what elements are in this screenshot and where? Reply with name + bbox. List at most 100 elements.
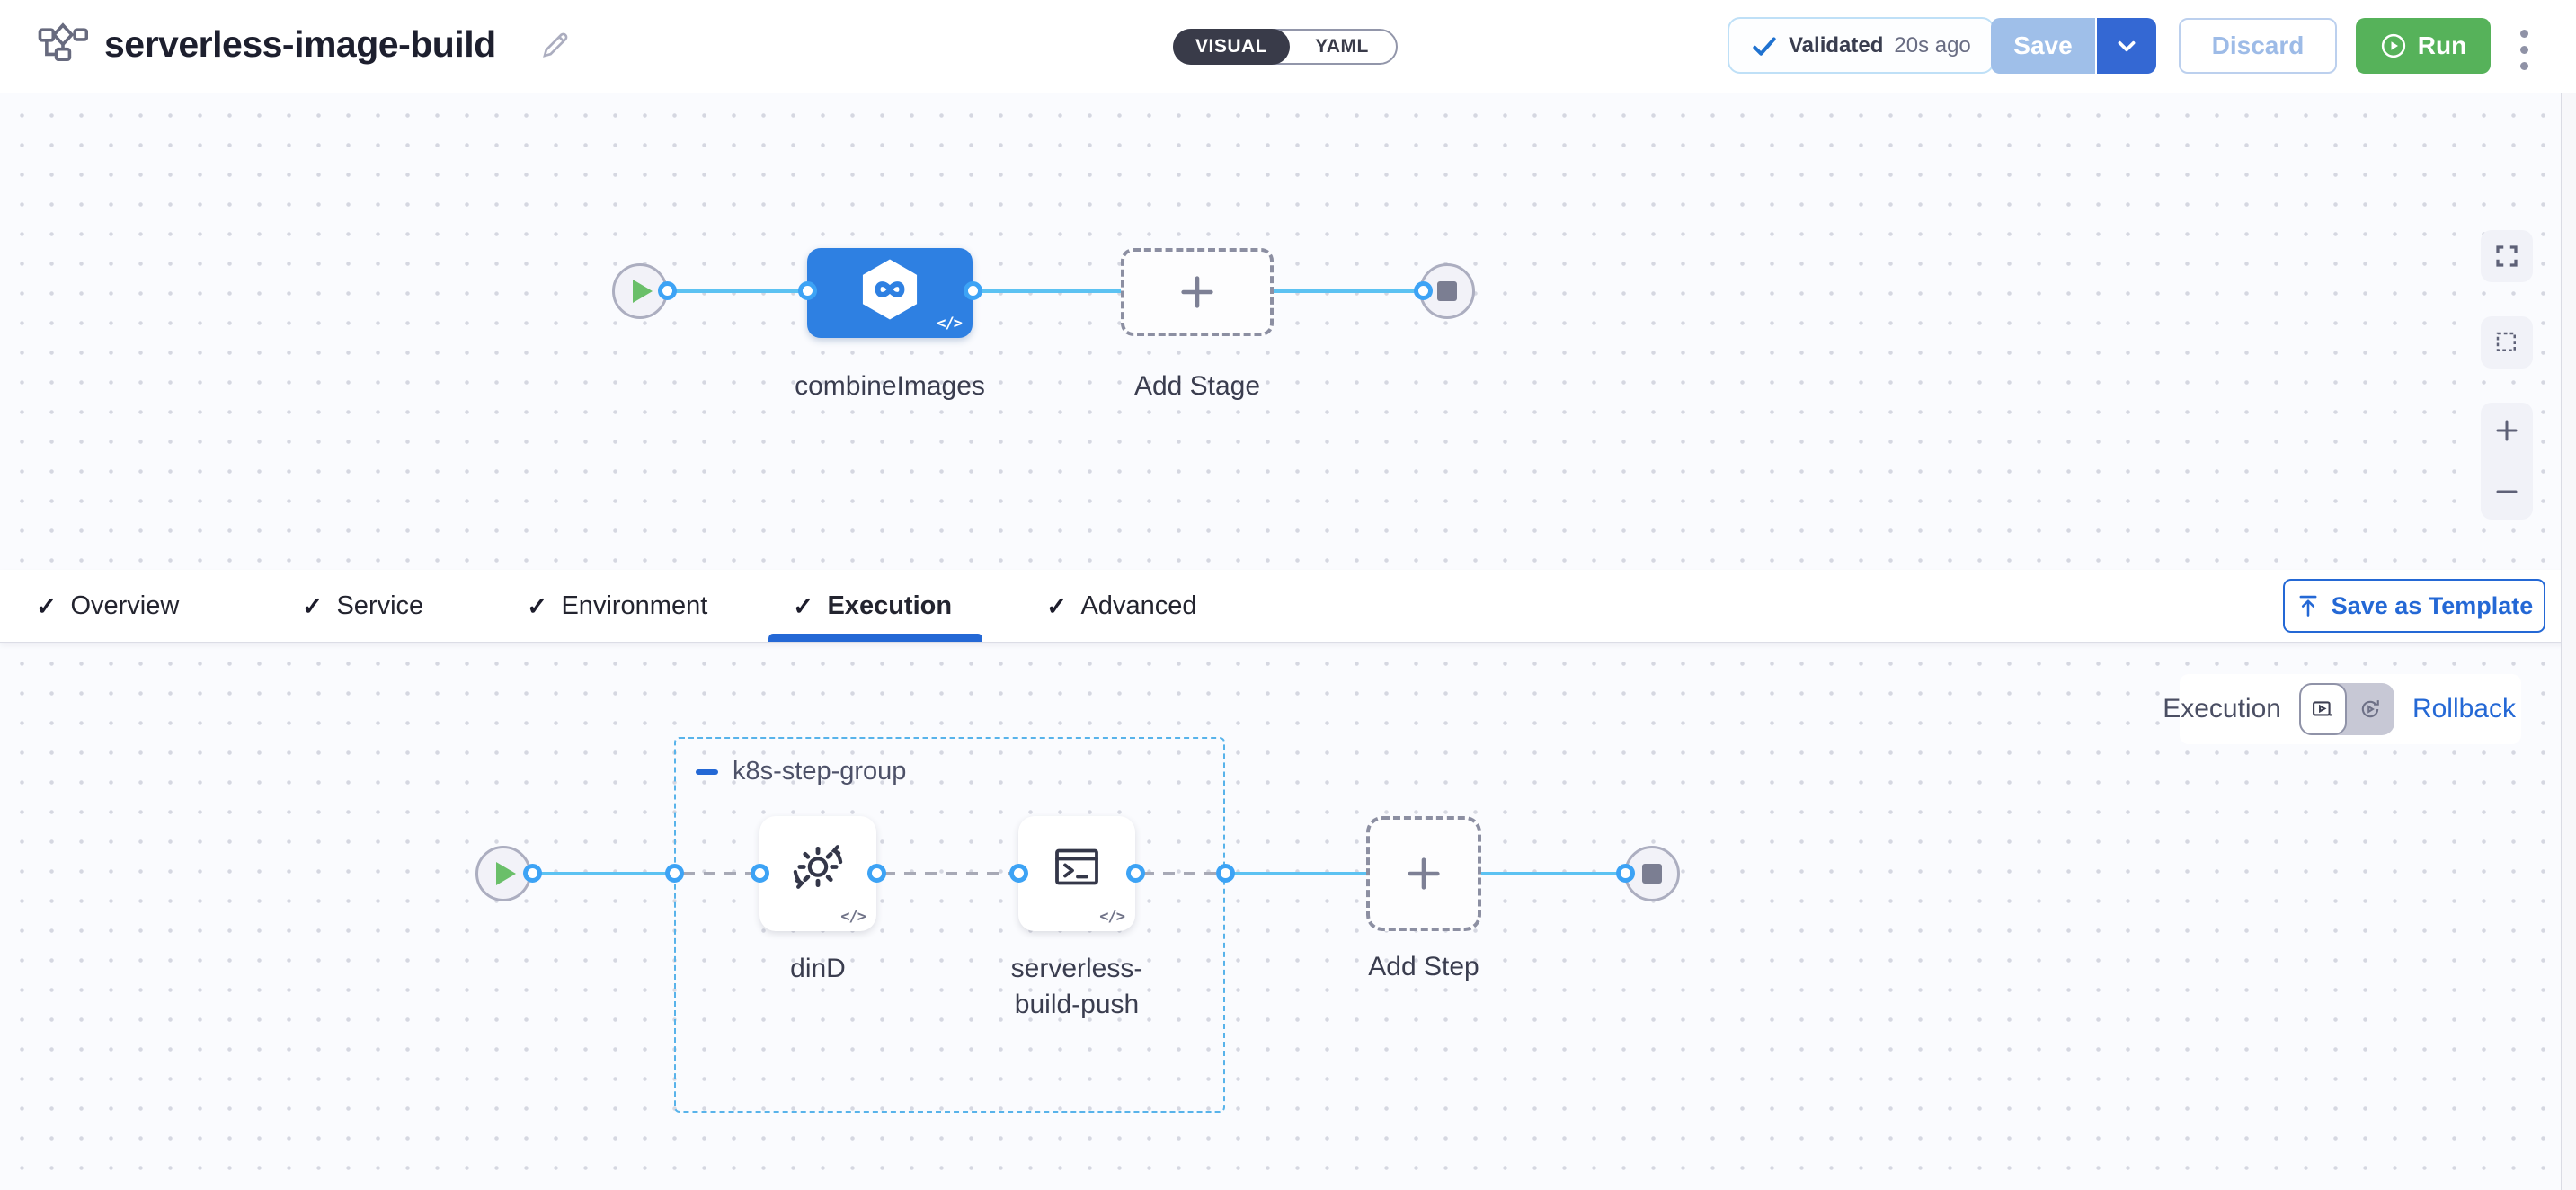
connector-line-dashed xyxy=(1142,872,1219,875)
add-stage-button[interactable] xyxy=(1121,248,1274,336)
connector-line xyxy=(667,289,811,293)
plus-icon xyxy=(1181,276,1213,308)
rollback-cycle-icon xyxy=(2362,700,2380,718)
step-group-name[interactable]: k8s-step-group xyxy=(733,757,907,786)
connector-port[interactable] xyxy=(1126,864,1145,883)
stop-square-icon xyxy=(1642,864,1662,884)
step-node-dind[interactable]: </> xyxy=(759,816,876,931)
tab-overview[interactable]: ✓ Overview xyxy=(36,591,180,620)
rollback-link[interactable]: Rollback xyxy=(2412,694,2516,724)
chevron-down-icon xyxy=(2118,40,2136,52)
fit-to-screen-button[interactable] xyxy=(2481,230,2533,282)
connector-line xyxy=(1481,872,1625,875)
code-badge: </> xyxy=(840,908,866,926)
vertical-scrollbar[interactable] xyxy=(2561,93,2576,1190)
connector-line-dashed xyxy=(683,872,764,875)
check-icon: ✓ xyxy=(1046,591,1068,620)
tab-advanced[interactable]: ✓ Advanced xyxy=(1046,591,1197,620)
pipeline-icon xyxy=(38,22,89,64)
execution-start-node xyxy=(475,846,531,901)
execution-view-button[interactable] xyxy=(2298,683,2347,735)
gear-sync-icon xyxy=(786,835,849,902)
minus-icon xyxy=(2496,490,2518,493)
toggle-visual[interactable]: VISUAL xyxy=(1173,29,1290,65)
check-icon: ✓ xyxy=(302,591,324,620)
terminal-icon xyxy=(1048,838,1106,900)
step-group-k8s[interactable]: k8s-step-group xyxy=(674,737,1225,1113)
step-node-serverless-build-push[interactable]: </> xyxy=(1018,816,1135,931)
visual-yaml-toggle: VISUAL YAML xyxy=(1173,29,1398,65)
connector-port[interactable] xyxy=(798,281,817,300)
check-icon xyxy=(1751,32,1778,59)
connector-port[interactable] xyxy=(1009,864,1028,883)
fullscreen-icon xyxy=(2496,245,2518,267)
more-options-kebab-icon[interactable] xyxy=(2517,26,2532,74)
marquee-select-button[interactable] xyxy=(2481,316,2533,369)
connector-port[interactable] xyxy=(751,864,769,883)
run-label: Run xyxy=(2417,31,2467,59)
code-badge: </> xyxy=(937,315,963,333)
connector-port[interactable] xyxy=(1414,281,1433,300)
stage-config-tabbar: ✓ Overview ✓ Service ✓ Environment ✓ Exe… xyxy=(0,570,2576,643)
plus-icon xyxy=(2496,420,2518,441)
discard-button[interactable]: Discard xyxy=(2179,18,2337,74)
tab-environment[interactable]: ✓ Environment xyxy=(527,591,708,620)
start-play-icon xyxy=(632,280,653,303)
plus-icon xyxy=(1408,857,1440,890)
save-split-button: Save xyxy=(1991,18,2156,74)
stop-square-icon xyxy=(1437,281,1457,301)
header-bar: serverless-image-build VISUAL YAML Valid… xyxy=(0,0,2576,93)
add-step-button[interactable] xyxy=(1366,816,1481,931)
zoom-out-button[interactable] xyxy=(2492,476,2522,507)
stage-canvas[interactable]: </> combineImages Add Stage xyxy=(0,93,2576,570)
connector-line-dashed xyxy=(884,872,1014,875)
zoom-controls xyxy=(2481,403,2533,520)
connector-port[interactable] xyxy=(665,864,684,883)
upload-icon xyxy=(2299,595,2317,617)
execution-panel-label: Execution xyxy=(2163,694,2281,724)
step-group-header: k8s-step-group xyxy=(696,757,906,786)
start-play-icon xyxy=(495,862,516,885)
add-stage-label[interactable]: Add Stage xyxy=(1133,371,1261,401)
connector-line xyxy=(532,872,676,875)
run-button[interactable]: Run xyxy=(2356,18,2491,74)
connector-line xyxy=(1225,872,1369,875)
active-tab-underline xyxy=(768,634,982,642)
stage-node-combineimages[interactable]: </> xyxy=(807,248,973,338)
validated-label: Validated xyxy=(1789,32,1884,58)
connector-port[interactable] xyxy=(1216,864,1235,883)
validated-time: 20s ago xyxy=(1894,32,1971,58)
edit-pencil-icon[interactable] xyxy=(539,29,572,61)
zoom-in-button[interactable] xyxy=(2492,415,2522,446)
code-badge: </> xyxy=(1099,908,1125,926)
check-icon: ✓ xyxy=(793,591,814,620)
tab-execution[interactable]: ✓ Execution xyxy=(793,591,953,620)
step-label-dind[interactable]: dinD xyxy=(790,954,846,983)
check-icon: ✓ xyxy=(36,591,58,620)
ci-hexagon-icon xyxy=(857,256,923,330)
execution-canvas[interactable]: Execution Rollback xyxy=(0,642,2576,1190)
validated-badge[interactable]: Validated 20s ago xyxy=(1728,17,1994,74)
page-title: serverless-image-build xyxy=(104,23,496,65)
play-window-icon xyxy=(2313,701,2332,716)
tab-service[interactable]: ✓ Service xyxy=(302,591,424,620)
collapse-minus-icon[interactable] xyxy=(696,768,718,775)
connector-port[interactable] xyxy=(658,281,677,300)
execution-rollback-toggle xyxy=(2298,683,2394,735)
connector-port[interactable] xyxy=(964,281,982,300)
step-label-serverless-build-push[interactable]: serverless-build-push xyxy=(1010,954,1143,1019)
save-button[interactable]: Save xyxy=(1991,18,2097,74)
add-step-label[interactable]: Add Step xyxy=(1368,952,1479,981)
check-icon: ✓ xyxy=(527,591,548,620)
toggle-yaml[interactable]: YAML xyxy=(1315,36,1369,57)
save-dropdown-button[interactable] xyxy=(2097,18,2156,74)
play-circle-icon xyxy=(2381,33,2405,58)
connector-port[interactable] xyxy=(1616,864,1635,883)
connector-port[interactable] xyxy=(523,864,542,883)
save-as-template-button[interactable]: Save as Template xyxy=(2283,579,2545,633)
stage-label[interactable]: combineImages xyxy=(795,371,985,401)
connector-port[interactable] xyxy=(867,864,886,883)
execution-rollback-panel: Execution Rollback xyxy=(2163,674,2521,744)
rollback-view-button[interactable] xyxy=(2347,683,2394,735)
